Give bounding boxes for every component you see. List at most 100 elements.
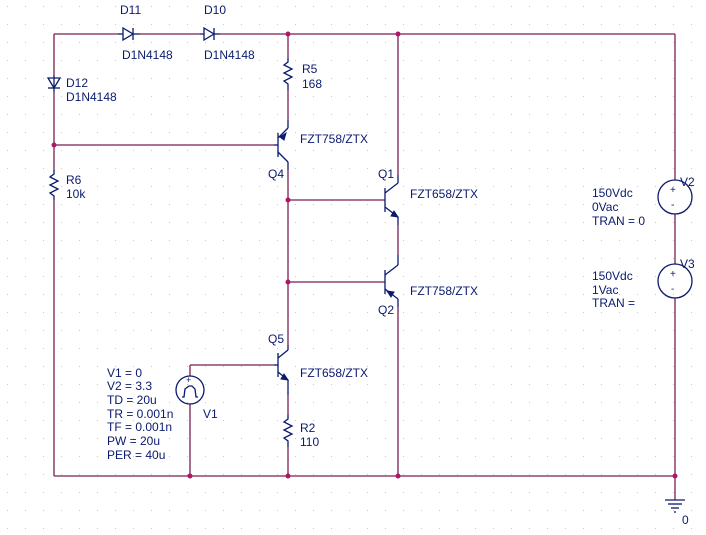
- diode-symbol: [118, 26, 140, 42]
- grid-dot: [205, 240, 206, 241]
- resistor-symbol: [48, 170, 60, 200]
- grid-dot: [403, 96, 404, 97]
- grid-dot: [223, 384, 224, 385]
- diode-d12[interactable]: D12 D1N4148: [46, 75, 117, 104]
- grid-dot: [421, 330, 422, 331]
- grid-dot: [313, 492, 314, 493]
- grid-dot: [79, 510, 80, 511]
- resistor-r2[interactable]: R2 110: [282, 415, 319, 449]
- grid-dot: [367, 384, 368, 385]
- grid-dot: [151, 384, 152, 385]
- source-v1[interactable]: + V1 V1 = 0 V2 = 3.3 TD = 20u TR = 0.001…: [107, 366, 218, 462]
- grid-dot: [133, 6, 134, 7]
- grid-dot: [619, 240, 620, 241]
- grid-dot: [169, 114, 170, 115]
- grid-dot: [673, 420, 674, 421]
- diode-d11[interactable]: D11 D1N4148: [118, 3, 173, 62]
- grid-dot: [439, 348, 440, 349]
- grid-dot: [385, 456, 386, 457]
- grid-dot: [655, 222, 656, 223]
- grid-dot: [43, 294, 44, 295]
- v1-param-tf: TF = 0.001n: [107, 420, 172, 434]
- grid-dot: [367, 312, 368, 313]
- grid-dot: [169, 78, 170, 79]
- grid-dot: [25, 78, 26, 79]
- grid-dot: [205, 96, 206, 97]
- grid-dot: [691, 60, 692, 61]
- grid-dot: [277, 276, 278, 277]
- grid-dot: [43, 24, 44, 25]
- grid-dot: [43, 240, 44, 241]
- grid-dot: [151, 78, 152, 79]
- resistor-r5[interactable]: R5 168: [282, 58, 322, 91]
- grid-dot: [259, 330, 260, 331]
- grid-dot: [511, 132, 512, 133]
- grid-dot: [223, 492, 224, 493]
- grid-dot: [673, 402, 674, 403]
- grid-dot: [655, 510, 656, 511]
- grid-dot: [295, 276, 296, 277]
- grid-dot: [403, 294, 404, 295]
- grid-dot: [7, 492, 8, 493]
- grid-dot: [475, 222, 476, 223]
- grid-dot: [241, 150, 242, 151]
- grid-dot: [295, 402, 296, 403]
- grid-dot: [637, 132, 638, 133]
- grid-dot: [529, 42, 530, 43]
- ground-symbol[interactable]: 0: [665, 499, 689, 527]
- grid-dot: [133, 240, 134, 241]
- grid-dot: [547, 96, 548, 97]
- transistor-q1[interactable]: Q1 FZT658/ZTX: [378, 167, 478, 225]
- grid-dot: [439, 312, 440, 313]
- grid-dot: [619, 348, 620, 349]
- grid-dot: [691, 186, 692, 187]
- grid-dot: [133, 96, 134, 97]
- grid-dot: [457, 240, 458, 241]
- grid-dot: [421, 258, 422, 259]
- grid-dot: [349, 402, 350, 403]
- transistor-q4[interactable]: FZT758/ZTX Q4: [268, 120, 368, 181]
- transistor-q5[interactable]: Q5 FZT658/ZTX: [268, 332, 368, 395]
- grid-dot: [601, 384, 602, 385]
- grid-dot: [529, 6, 530, 7]
- grid-dot: [241, 42, 242, 43]
- grid-dot: [655, 240, 656, 241]
- grid-dot: [493, 438, 494, 439]
- grid-dot: [43, 6, 44, 7]
- grid-dot: [547, 510, 548, 511]
- grid-dot: [493, 510, 494, 511]
- background-grid: [7, 6, 692, 529]
- grid-dot: [313, 6, 314, 7]
- grid-dot: [637, 474, 638, 475]
- grid-dot: [691, 438, 692, 439]
- grid-dot: [223, 474, 224, 475]
- grid-dot: [619, 204, 620, 205]
- grid-dot: [583, 24, 584, 25]
- resistor-r6[interactable]: R6 10k: [48, 170, 86, 201]
- grid-dot: [439, 276, 440, 277]
- grid-dot: [277, 6, 278, 7]
- q2-model: FZT758/ZTX: [410, 284, 478, 298]
- source-v2[interactable]: + - V2 150Vdc 0Vac TRAN = 0: [592, 175, 695, 228]
- grid-dot: [331, 330, 332, 331]
- grid-dot: [439, 528, 440, 529]
- grid-dot: [637, 330, 638, 331]
- grid-dot: [25, 528, 26, 529]
- grid-dot: [205, 168, 206, 169]
- grid-dot: [331, 114, 332, 115]
- grid-dot: [169, 492, 170, 493]
- grid-dot: [313, 150, 314, 151]
- grid-dot: [169, 402, 170, 403]
- diode-d10[interactable]: D10 D1N4148: [200, 3, 255, 62]
- grid-dot: [25, 402, 26, 403]
- grid-dot: [187, 312, 188, 313]
- source-v3[interactable]: + - V3 150Vdc 1Vac TRAN =: [592, 257, 695, 310]
- grid-dot: [529, 240, 530, 241]
- grid-dot: [403, 150, 404, 151]
- transistor-q2[interactable]: FZT758/ZTX Q2: [378, 255, 478, 317]
- grid-dot: [655, 456, 656, 457]
- grid-dot: [403, 402, 404, 403]
- grid-dot: [601, 366, 602, 367]
- grid-dot: [295, 168, 296, 169]
- grid-dot: [259, 420, 260, 421]
